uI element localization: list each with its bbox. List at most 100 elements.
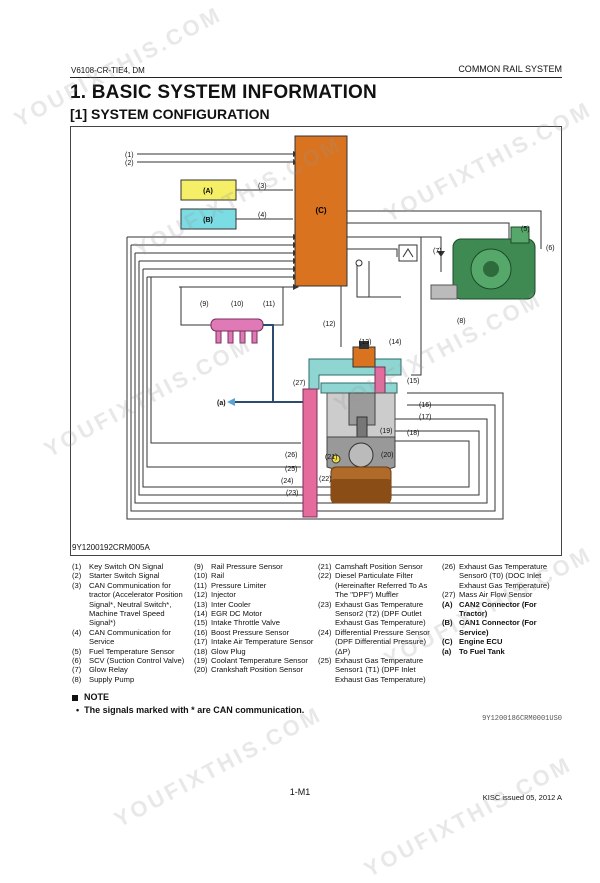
label-17: (17) [419, 414, 431, 421]
note-item: • The signals marked with * are CAN comm… [76, 705, 305, 715]
can2-label: (A) [203, 188, 213, 195]
legend-key: (24) [318, 627, 332, 637]
legend-item: (A)CAN2 Connector (For Tractor) [442, 600, 564, 619]
legend-key: (25) [318, 656, 332, 666]
legend-description: Pressure Limiter [211, 580, 267, 590]
legend-item: (18)Glow Plug [194, 647, 314, 656]
legend-key: (19) [194, 656, 208, 666]
legend-item: (12)Injector [194, 590, 314, 599]
figure-id: 9Y1200192CRM005A [72, 543, 150, 552]
legend-description: Exhaust Gas Temperature Sensor0 (T0) (DO… [459, 562, 550, 590]
legend-key: (6) [72, 656, 82, 666]
page-subtitle: [1] SYSTEM CONFIGURATION [70, 106, 270, 122]
label-14: (14) [389, 339, 401, 346]
legend-description: EGR DC Motor [211, 609, 263, 619]
legend-key: (5) [72, 646, 82, 656]
label-11: (11) [263, 301, 275, 308]
legend-key: (2) [72, 571, 82, 581]
label-22: (22) [319, 476, 331, 483]
glow-relay [398, 244, 418, 262]
legend-item: (7)Glow Relay [72, 665, 190, 674]
legend-item: (3) CAN Communication for tractor (Accele… [72, 581, 190, 628]
legend-description: Exhaust Gas Temperature Sensor1 (T1) (DP… [335, 656, 426, 684]
legend-description: Engine ECU [459, 637, 503, 647]
label-12: (12) [323, 321, 335, 328]
legend-description: To Fuel Tank [459, 646, 505, 656]
manual-model: V6108-CR-TIE4, DM [71, 66, 145, 75]
legend-key: (7) [72, 665, 82, 675]
legend-item: (26)Exhaust Gas Temperature Sensor0 (T0)… [442, 562, 564, 590]
legend-description: Coolant Temperature Sensor [211, 656, 308, 666]
legend-key: (15) [194, 618, 208, 628]
legend-description: Exhaust Gas Temperature Sensor2 (T2) (DP… [335, 599, 426, 628]
page-number: 1-M1 [289, 787, 311, 797]
legend-description: CAN1 Connector (For Service) [459, 618, 537, 637]
legend-item: (20)Crankshaft Position Sensor [194, 665, 314, 674]
label-8: (8) [457, 318, 466, 325]
label-9: (9) [200, 301, 209, 308]
legend-item: (16)Boost Pressure Sensor [194, 628, 314, 637]
legend-item: (15)Intake Throttle Valve [194, 618, 314, 627]
header-rule [70, 77, 562, 78]
legend-key: (16) [194, 627, 208, 637]
legend-description: CAN Communication for tractor (Accelerat… [89, 580, 183, 628]
label-15: (15) [407, 378, 419, 385]
legend-key: (18) [194, 646, 208, 656]
legend-description: Differential Pressure Sensor (DPF Differ… [335, 627, 430, 656]
legend-column-4: (26)Exhaust Gas Temperature Sensor0 (T0)… [442, 562, 564, 656]
legend-key: (11) [194, 580, 207, 590]
label-5: (5) [521, 226, 530, 233]
legend-key: (22) [318, 571, 332, 581]
legend-item: (13)Inter Cooler [194, 600, 314, 609]
legend-key: (9) [194, 562, 204, 571]
legend-item: (10)Rail [194, 571, 314, 580]
note-bullet [72, 694, 78, 701]
legend-key: (17) [194, 637, 208, 647]
watermark: YOUFIXTHIS.COM [360, 751, 577, 883]
legend-key: (3) [72, 580, 82, 590]
legend-item: (B)CAN1 Connector (For Service) [442, 618, 564, 637]
legend-description: Intake Air Temperature Sensor [211, 637, 314, 647]
legend-item: (14)EGR DC Motor [194, 609, 314, 618]
label-18: (18) [407, 430, 419, 437]
legend-key: (C) [442, 637, 453, 647]
label-27: (27) [293, 380, 305, 387]
legend-item: (23)Exhaust Gas Temperature Sensor2 (T2)… [318, 600, 438, 628]
reference-code: 9Y1200186CRM0001US0 [482, 715, 562, 723]
legend-item: (22)Diesel Particulate Filter (Hereinaft… [318, 571, 438, 599]
can1-label: (B) [203, 217, 213, 224]
issue-info: KISC issued 05, 2012 A [482, 793, 562, 802]
legend-item: (24)Differential Pressure Sensor (DPF Di… [318, 628, 438, 656]
legend-item: (21)Camshaft Position Sensor [318, 562, 438, 571]
legend-description: Rail [211, 571, 225, 581]
label-7: (7) [433, 248, 442, 255]
legend-key: (13) [194, 599, 208, 609]
legend-item: (9)Rail Pressure Sensor [194, 562, 314, 571]
legend-key: (14) [194, 609, 208, 619]
legend-item: (5)Fuel Temperature Sensor [72, 647, 190, 656]
legend-item: (27)Mass Air Flow Sensor [442, 590, 564, 599]
legend-item: (19)Coolant Temperature Sensor [194, 656, 314, 665]
legend-item: (a) To Fuel Tank [442, 647, 564, 656]
note-heading-text: NOTE [84, 692, 110, 702]
engine-ecu-box [294, 135, 348, 287]
legend-description: Crankshaft Position Sensor [211, 665, 304, 675]
legend-key: (4) [72, 627, 82, 637]
label-19: (19) [380, 428, 392, 435]
legend-item: (C) Engine ECU [442, 637, 564, 646]
legend-key: (12) [194, 590, 208, 600]
legend-description: Intake Throttle Valve [211, 618, 280, 628]
label-1: (1) [125, 152, 134, 159]
legend-key: (23) [318, 599, 332, 609]
legend-key: (26) [442, 562, 456, 571]
label-4: (4) [258, 212, 267, 219]
can2-connector-box [180, 179, 237, 201]
legend-description: Boost Pressure Sensor [211, 627, 290, 637]
label-20: (20) [381, 452, 393, 459]
legend-key: (a) [442, 646, 452, 656]
legend-description: Mass Air Flow Sensor [459, 590, 533, 600]
label-3: (3) [258, 183, 267, 190]
legend-key: (10) [194, 571, 208, 581]
label-13: (13) [359, 339, 371, 346]
legend-key: (8) [72, 674, 82, 684]
